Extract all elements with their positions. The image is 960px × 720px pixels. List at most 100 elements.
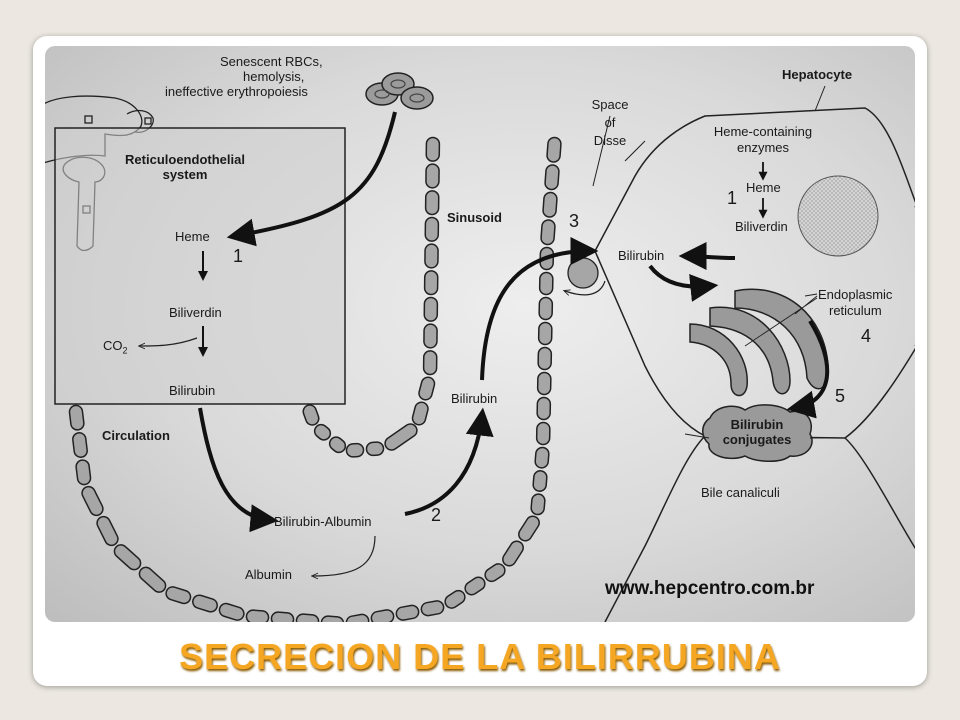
vessel-segment [72,432,88,458]
vessel-segment [464,576,486,596]
vessel-segment [295,613,320,622]
label-biliverdin-right: Biliverdin [735,219,788,234]
vessel-segment [544,164,560,191]
vessel-segment [420,600,445,617]
vessel-segment [113,544,142,571]
slide-title: SECRECION DE LA BILIRRUBINA [179,636,781,677]
label-circulation: Circulation [102,428,170,443]
label-heme-right: Heme [746,180,781,195]
vessel-segment [411,401,429,426]
vessel-segment [534,446,550,469]
arrow-co2 [140,337,198,346]
label-hepatocyte: Hepatocyte [782,67,853,82]
vessel-segment [537,321,553,346]
arrow-bilirubin-circulation [198,407,279,533]
vessel-segment [424,243,439,269]
label-bilirubin-right: Bilirubin [618,248,665,263]
label-of: of [604,115,616,130]
arrow-albumin-return [565,280,606,295]
vessel-segment [484,563,506,583]
vessel-segment [192,594,218,613]
vessel-segment [536,371,552,396]
label-bilirubin-mid: Bilirubin [451,391,498,406]
arrow-biliverdin-bilirubin-right [678,242,736,271]
vessel-segment [530,493,546,516]
vessel-segment [422,350,438,376]
label-sinusoid: Sinusoid [447,210,502,225]
label-reticulum: reticulum [829,303,882,318]
vessel-segment [444,589,466,609]
arrow-albumin-release [313,535,376,576]
arrow-er-to-conjugates [786,319,830,419]
label-space: Space [591,97,629,112]
label-enzymes: enzymes [736,140,790,155]
vessel-segment [365,441,385,457]
vessel-segment [384,423,418,451]
label-heme-containing: Heme-containing [713,124,813,139]
bilirubin-diagram: Senescent RBCs, hemolysis, ineffective e… [45,46,915,622]
label-hemolysis: hemolysis, [243,69,305,84]
diagram-graphics [45,72,915,622]
vessel-segment [328,436,347,454]
label-step-3: 3 [569,211,580,231]
vessel-segment [424,216,440,242]
vessel-segments [68,136,562,622]
vessel-segment [538,296,554,321]
vessel-segment [270,611,295,622]
vessel-segment [538,271,554,296]
vessel-segment [320,615,345,622]
arrow-rbc-to-heme [226,111,397,247]
label-heme-left: Heme [175,229,210,244]
vessel-segment [75,459,92,486]
label-conjugates-line1: Bilirubin [730,417,784,432]
label-step-5: 5 [835,386,846,406]
label-res-line2: system [162,167,208,182]
conjugates-blob [702,404,813,462]
vessel-segment [532,470,548,492]
label-step-1-left: 1 [233,246,244,266]
endoplasmic-reticulum [689,288,829,397]
label-biliverdin-left: Biliverdin [169,305,222,320]
vessel-segment [138,566,167,593]
arrow-sinusoid-to-hepatocyte [480,237,599,381]
label-step-2: 2 [431,505,442,525]
label-disse: Disse [593,133,627,148]
arrow-albumin-to-sinusoid [404,407,494,516]
label-senescent-rbcs: Senescent RBCs, [220,54,323,69]
vessel-segment [535,421,551,446]
vessel-segment [165,586,192,605]
vessel-segment [537,346,553,371]
vessel-segment [423,323,438,349]
vessel-segment [425,163,440,189]
label-ineffective-erythropoiesis: ineffective erythropoiesis [165,84,308,99]
vessel-segment [423,296,439,322]
vessel-segment [302,404,320,426]
website-url: www.hepcentro.com.br [605,578,815,599]
label-albumin: Albumin [245,567,292,582]
vessel-segment [418,376,436,401]
label-res-line1: Reticuloendothelial [125,152,245,167]
vessel-segment [81,485,104,517]
label-step-1-right: 1 [727,188,738,208]
arrow-bilirubin-to-er [648,264,719,302]
vessel-segment [345,613,370,622]
label-bile-canaliculi: Bile canaliculi [701,485,780,500]
vessel-segment [546,136,562,163]
vessel-segment [68,404,85,431]
vessel-segment [425,136,441,162]
label-step-4: 4 [861,326,872,346]
vessel-segment [96,515,119,547]
rbc-cluster [365,72,434,110]
vessel-segment [542,191,558,218]
vessel-segment [424,190,440,216]
label-conjugates-line2: conjugates [722,432,792,447]
vessel-segment [370,609,395,622]
label-bilirubin-left: Bilirubin [169,383,216,398]
label-co2: CO2 [103,338,128,356]
res-box [54,127,346,405]
vessel-segment [395,604,420,621]
vessel-segment [345,442,365,458]
vessel-segment [536,396,552,421]
vessel-segment [423,270,439,296]
vessel-segment [540,219,556,246]
